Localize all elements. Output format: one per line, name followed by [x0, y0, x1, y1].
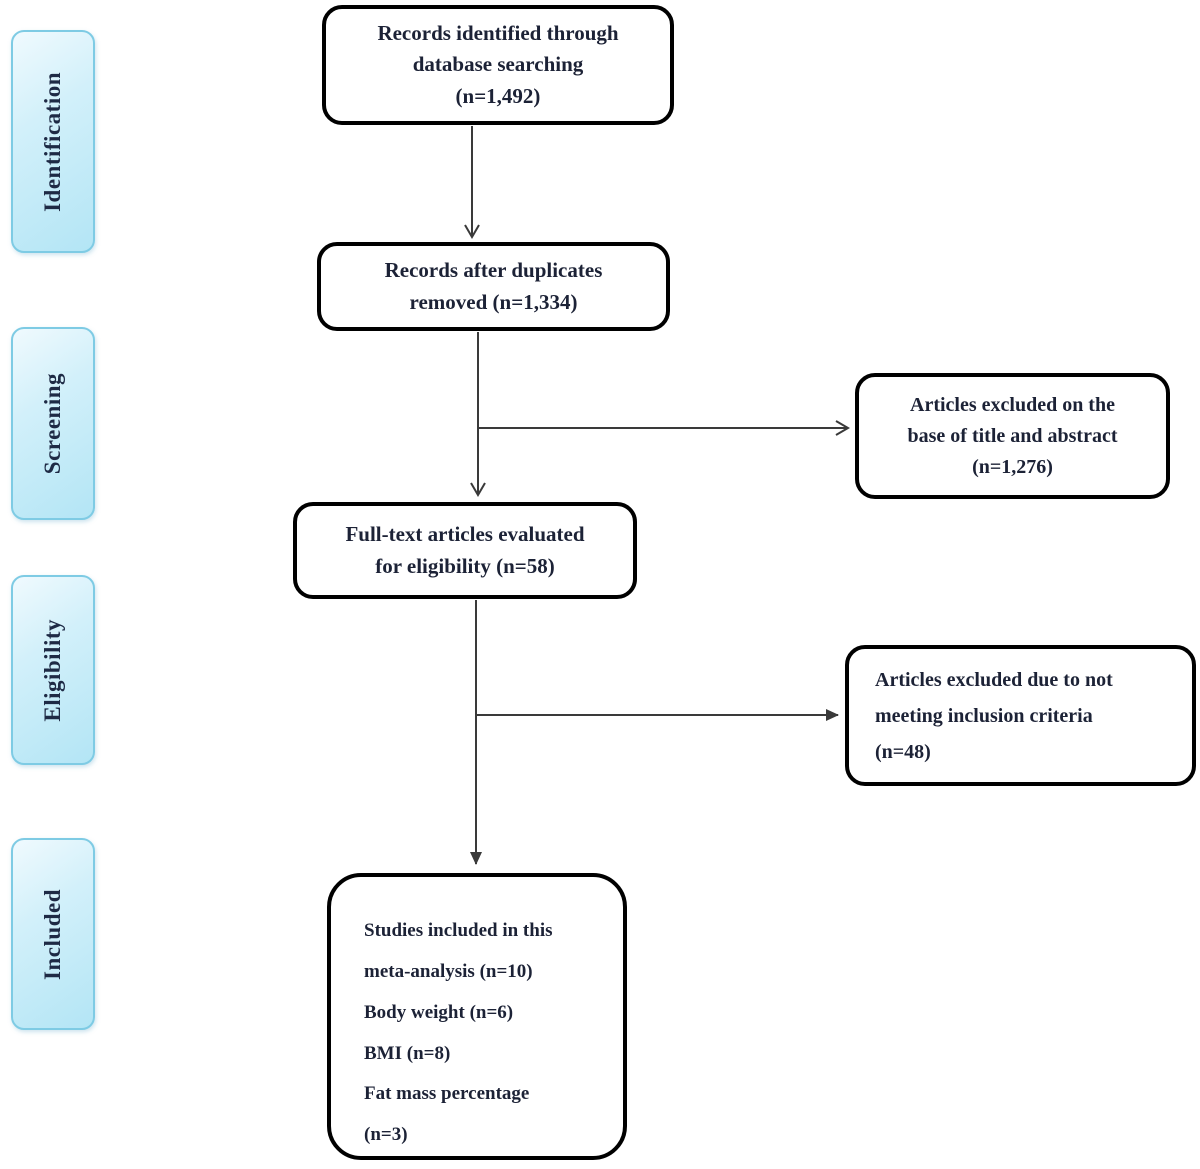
stage-screening: Screening: [11, 327, 95, 520]
box-records-identified-text: Records identified through database sear…: [377, 20, 619, 108]
box-excluded-inclusion-criteria-text: Articles excluded due to not meeting inc…: [875, 668, 1113, 763]
stage-eligibility: Eligibility: [11, 575, 95, 765]
box-studies-included: Studies included in this meta-analysis (…: [327, 873, 627, 1160]
stage-identification: Identification: [11, 30, 95, 253]
box-records-after-duplicates: Records after duplicates removed (n=1,33…: [317, 242, 670, 331]
box-excluded-title-abstract: Articles excluded on the base of title a…: [855, 373, 1170, 499]
box-fulltext-evaluated: Full-text articles evaluated for eligibi…: [293, 502, 637, 599]
box-studies-included-text: Studies included in this meta-analysis (…: [364, 920, 553, 1146]
box-records-identified: Records identified through database sear…: [322, 5, 674, 125]
box-excluded-inclusion-criteria: Articles excluded due to not meeting inc…: [845, 645, 1196, 786]
stage-screening-label: Screening: [40, 372, 65, 475]
box-fulltext-evaluated-text: Full-text articles evaluated for eligibi…: [345, 522, 585, 578]
stage-included-label: Included: [40, 888, 65, 980]
stage-eligibility-label: Eligibility: [40, 618, 65, 722]
stage-identification-label: Identification: [40, 71, 65, 212]
stage-included: Included: [11, 838, 95, 1030]
box-excluded-title-abstract-text: Articles excluded on the base of title a…: [907, 393, 1118, 478]
box-records-after-duplicates-text: Records after duplicates removed (n=1,33…: [384, 258, 603, 314]
